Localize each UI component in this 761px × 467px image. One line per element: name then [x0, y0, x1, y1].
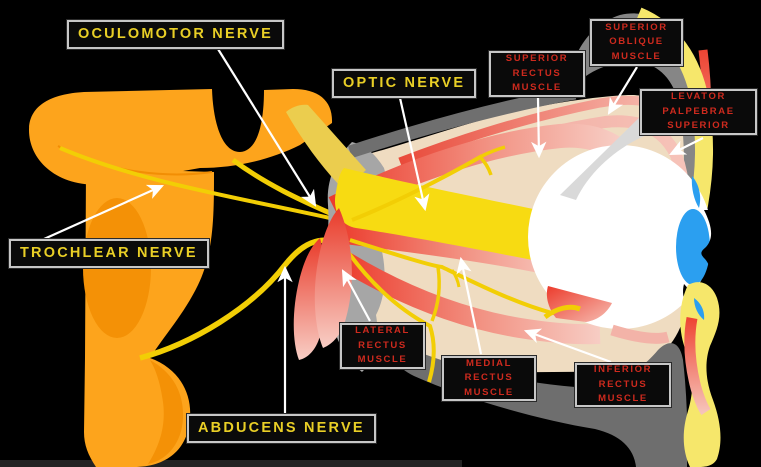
lower-conjunctiva-sliver [694, 298, 705, 320]
iris [676, 209, 710, 285]
eyeball [528, 112, 712, 329]
label-oculomotor-nerve: OCULOMOTOR NERVE [67, 20, 284, 49]
label-line: SUPERIOR [505, 53, 569, 65]
label-line: MUSCLE [611, 50, 662, 62]
label-trochlear-nerve: TROCHLEAR NERVE [9, 239, 209, 268]
arrow-optic [398, 97, 430, 212]
inferior-muscle-sliver [610, 324, 670, 344]
label-inferior-rectus-muscle: INFERIOR RECTUS MUSCLE [575, 363, 671, 407]
label-line: SUPERIOR [667, 120, 730, 132]
arrow-levator [669, 137, 704, 155]
pupil-gap [701, 210, 732, 298]
label-line: LEVATOR [670, 91, 726, 103]
label-line: RECTUS [512, 67, 562, 79]
superior-oblique-tendon [560, 112, 660, 200]
lateral-rectus-muscle-shape [293, 208, 352, 360]
label-medial-rectus-muscle: MEDIAL RECTUS MUSCLE [442, 356, 536, 401]
label-superior-oblique-muscle: SUPERIOR OBLIQUE MUSCLE [590, 19, 683, 66]
label-optic-nerve: OPTIC NERVE [332, 69, 477, 98]
label-line: SUPERIOR [605, 21, 668, 33]
nerve-twig-under-eye [543, 304, 581, 320]
inferior-rectus-muscle-band [334, 249, 601, 345]
bottom-strip [0, 460, 462, 467]
arrow-oculomotor [217, 48, 317, 207]
label-abducens-nerve: ABDUCENS NERVE [187, 414, 376, 443]
arrow-superior-rectus [531, 97, 547, 159]
optic-nerve-shape [286, 104, 549, 263]
arrow-superior-oblique [607, 66, 638, 115]
label-line: RECTUS [598, 378, 648, 390]
label-line: MUSCLE [357, 354, 408, 366]
label-line: PALPEBRAE [662, 105, 735, 117]
pointer-arrows [43, 48, 704, 414]
inferior-rectus-insertion [546, 286, 612, 322]
label-line: MUSCLE [464, 386, 514, 398]
arrow-inferior-rectus [523, 328, 612, 364]
arrow-trochlear [43, 184, 165, 241]
label-superior-rectus-muscle: SUPERIOR RECTUS MUSCLE [489, 51, 585, 97]
upper-conjunctiva-sliver [691, 176, 701, 208]
label-lateral-rectus-muscle: LATERAL RECTUS MUSCLE [340, 323, 425, 369]
label-line: MEDIAL [465, 357, 512, 369]
label-line: LATERAL [355, 325, 410, 337]
lower-lid-muscle-sliver [684, 317, 711, 416]
label-line: RECTUS [358, 339, 407, 351]
label-line: OBLIQUE [609, 36, 664, 48]
label-line: RECTUS [464, 372, 514, 384]
label-line: INFERIOR [593, 364, 653, 376]
label-line: MUSCLE [512, 82, 562, 94]
label-levator-palpebrae-superior: LEVATOR PALPEBRAE SUPERIOR [640, 89, 757, 135]
lower-eyelid [680, 282, 721, 467]
orbit-bone-roof-edge [347, 86, 577, 159]
arrow-lateral-rectus [341, 269, 371, 322]
label-line: MUSCLE [598, 393, 648, 405]
arrow-medial-rectus [456, 256, 483, 355]
